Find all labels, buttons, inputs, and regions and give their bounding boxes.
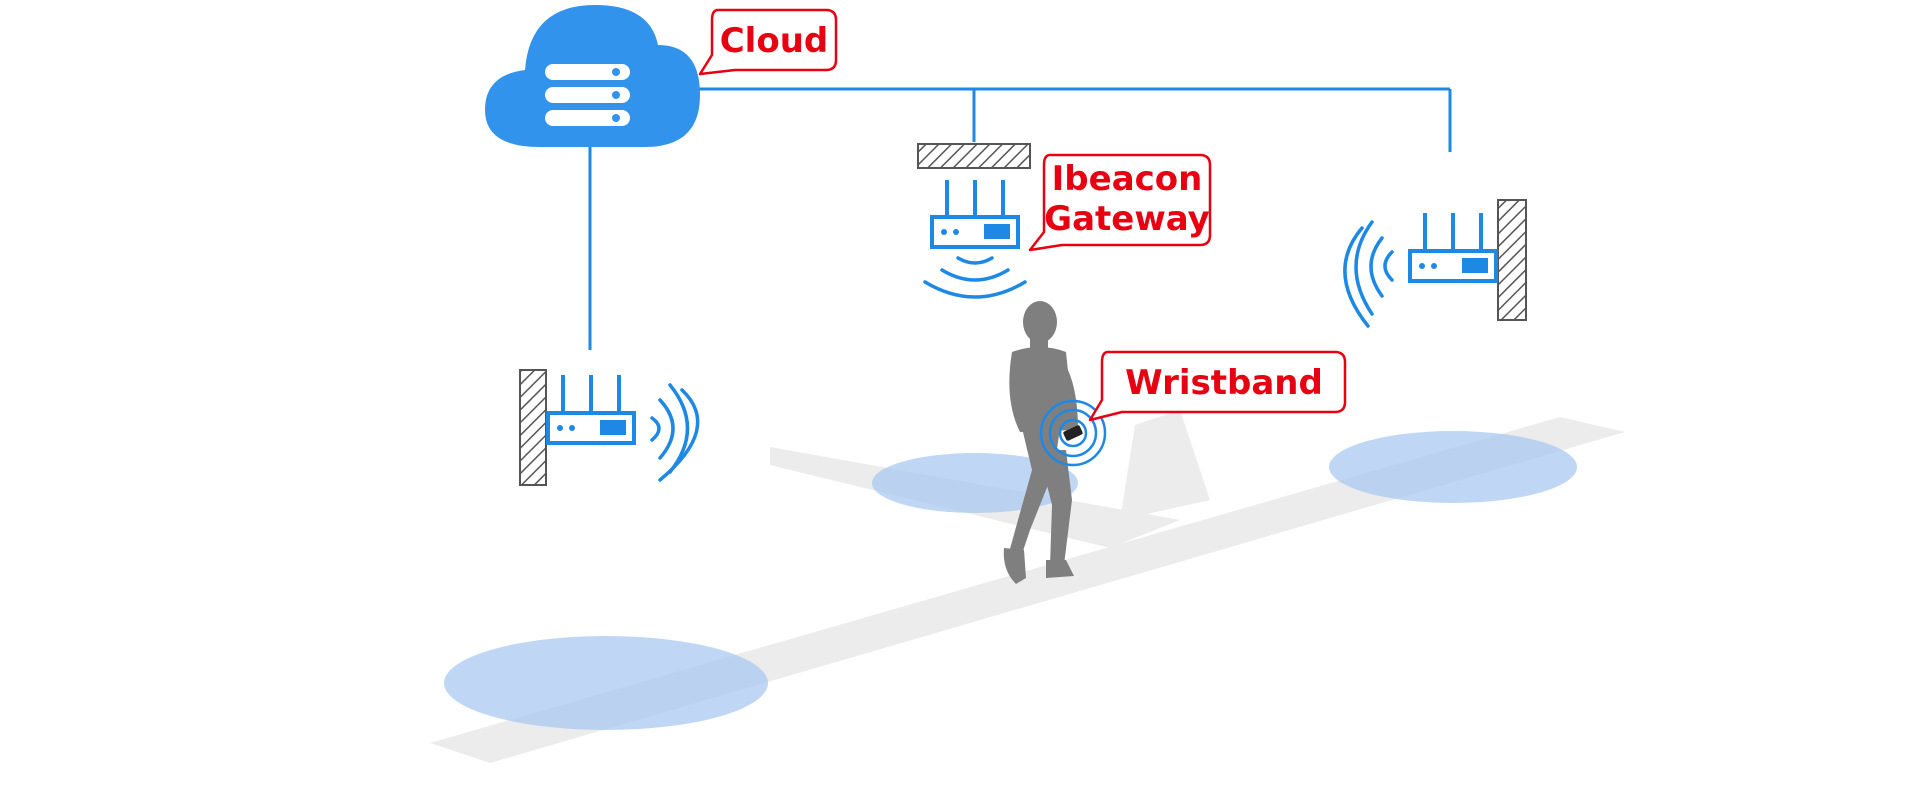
router-icon (546, 375, 636, 445)
callout-gateway: Ibeacon Gateway (1028, 153, 1212, 252)
gateway-right (1343, 199, 1527, 328)
walking-person-icon (1003, 301, 1078, 584)
gateway-label-line1: Ibeacon (1052, 159, 1203, 199)
router-icon (1408, 213, 1498, 283)
router-icon (930, 180, 1020, 249)
wristband-icon (1063, 425, 1083, 441)
gateway-left (519, 369, 700, 486)
wristband-waves (1039, 399, 1107, 467)
wall-right (1497, 199, 1527, 321)
cloud-label: Cloud (720, 21, 829, 61)
coverage-zones (444, 431, 1577, 730)
gateway-center (917, 143, 1031, 299)
signal-waves-left (650, 383, 700, 482)
network-lines (588, 87, 1452, 350)
callout-cloud: Cloud (698, 8, 838, 76)
signal-waves-right (1343, 220, 1394, 328)
coverage-zone-left (444, 636, 768, 730)
ceiling-center (917, 143, 1031, 169)
wall-left (519, 369, 547, 486)
wristband-label: Wristband (1125, 363, 1323, 403)
coverage-zone-right (1329, 431, 1577, 503)
signal-waves-center (923, 256, 1027, 299)
callout-wristband: Wristband (1088, 350, 1347, 422)
gateway-label-line2: Gateway (1044, 199, 1210, 239)
wristband (1039, 399, 1107, 467)
cloud-server-icon (485, 5, 700, 147)
